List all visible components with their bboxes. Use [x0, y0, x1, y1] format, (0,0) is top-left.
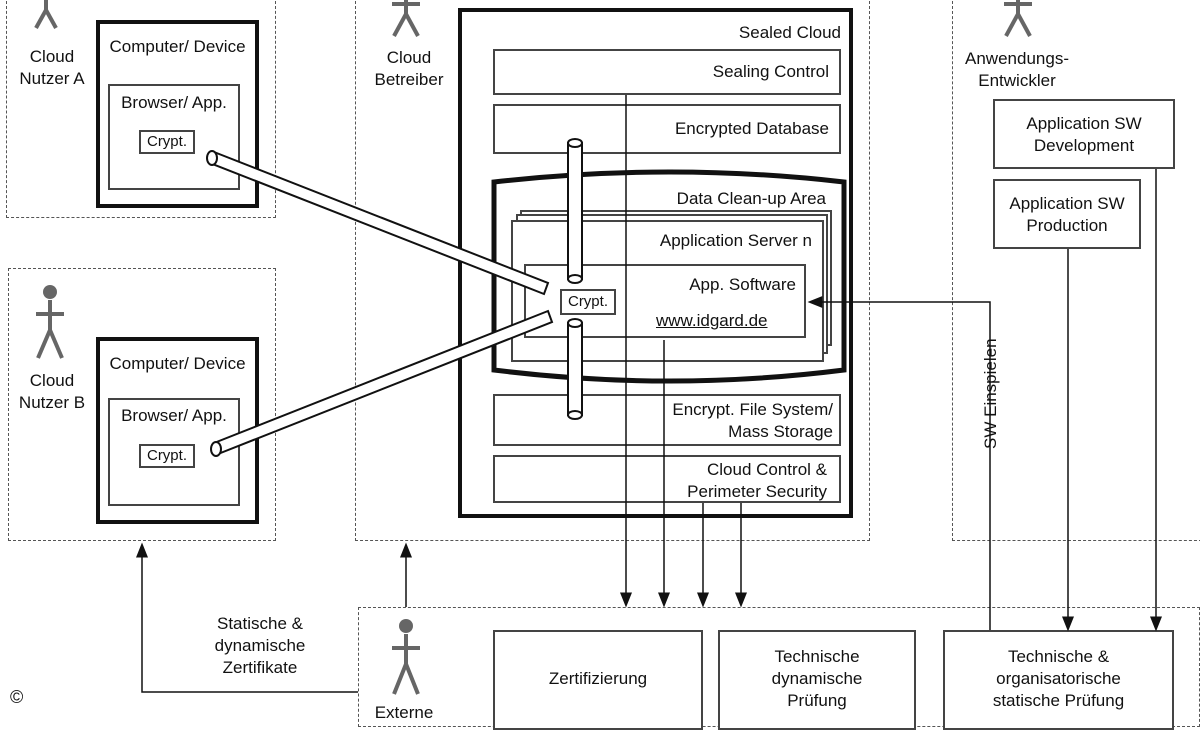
sealing-control: Sealing Control: [493, 49, 841, 95]
encrypted-file-system: Encrypt. File System/Mass Storage: [493, 394, 841, 446]
actor-label-entwickler: Anwendungs-Entwickler: [965, 49, 1069, 90]
cleanup-area-label: Data Clean-up Area: [676, 189, 826, 208]
zertifizierung-box: Zertifizierung: [493, 630, 703, 730]
user-a-crypt: Crypt.: [139, 130, 195, 154]
app-server-label: Application Server n: [659, 231, 812, 250]
app-software-label: App. Software: [689, 275, 796, 294]
pipe-vertical-top: [567, 138, 583, 284]
website-link[interactable]: www.idgard.de: [656, 311, 768, 330]
sealed-cloud-title: Sealed Cloud: [738, 23, 841, 42]
encrypted-database-label: Encrypted Database: [674, 119, 829, 138]
device-label: Computer/ Device: [109, 37, 246, 56]
user-b-crypt: Crypt.: [139, 444, 195, 468]
sw-einspielen-arrow: [807, 296, 991, 630]
developer-arrows: [1062, 169, 1162, 632]
certificate-arrows: [136, 542, 412, 693]
cloud-control: Cloud Control &Perimeter Security: [493, 455, 841, 503]
browser-label: Browser/ App.: [121, 93, 227, 112]
person-icon-nutzer-a: [34, 0, 58, 29]
person-icon-nutzer-b: [36, 285, 64, 359]
pipe-user-b: [210, 309, 554, 457]
pipe-vertical-bottom: [567, 318, 583, 420]
crypt-label: Crypt.: [567, 293, 608, 310]
developer-zone: [952, 0, 1200, 541]
operator-zone: [355, 0, 870, 541]
zertifizierung-label: Zertifizierung: [548, 669, 648, 688]
arrows-to-external: [620, 95, 747, 608]
server-crypt: Crypt.: [560, 289, 616, 315]
user-a-zone: [6, 0, 276, 218]
cloud-control-label: Cloud Control &Perimeter Security: [687, 460, 827, 501]
file-system-label: Encrypt. File System/Mass Storage: [672, 400, 833, 441]
user-b-zone: [8, 268, 276, 541]
copyright-mark: ©: [10, 687, 24, 707]
sealing-control-label: Sealing Control: [712, 62, 829, 81]
pipe-user-a: [206, 150, 550, 296]
encrypted-database: Encrypted Database: [493, 104, 841, 154]
device-label: Computer/ Device: [109, 354, 246, 373]
person-icon-entwickler: [1004, 0, 1032, 37]
person-icon-externe: [392, 619, 420, 695]
person-icon-betreiber: [392, 0, 420, 37]
actor-label-externe: Externe: [374, 703, 434, 722]
browser-label: Browser/ App.: [121, 406, 227, 425]
crypt-label: Crypt.: [146, 447, 187, 464]
crypt-label: Crypt.: [146, 133, 187, 150]
